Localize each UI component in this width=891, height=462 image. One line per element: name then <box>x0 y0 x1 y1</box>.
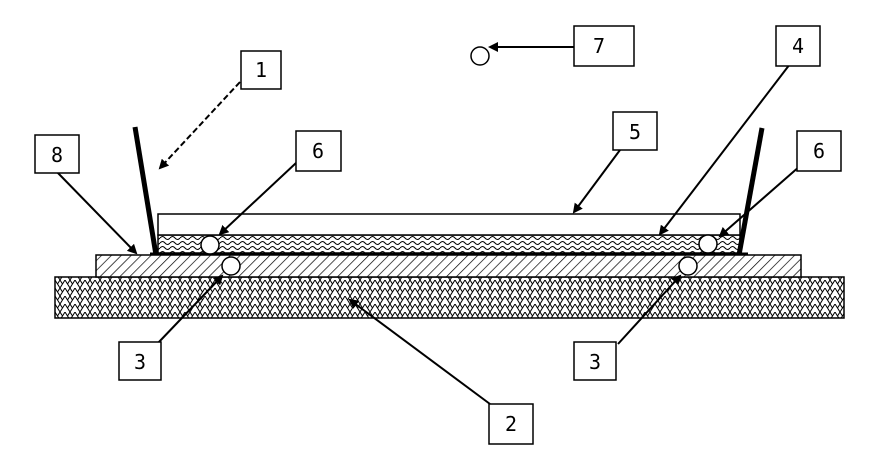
roller-upper-right <box>698 234 718 254</box>
svg-text:3: 3 <box>589 350 601 374</box>
left-side-wall <box>132 126 159 256</box>
leader-5 <box>572 149 621 214</box>
roller-upper-left <box>200 235 220 255</box>
svg-text:8: 8 <box>51 143 63 167</box>
svg-text:6: 6 <box>813 139 825 163</box>
label-3-left: 3 <box>118 341 162 381</box>
leader-8 <box>56 171 138 255</box>
top-plate <box>157 213 741 236</box>
label-8: 8 <box>34 134 80 174</box>
svg-text:4: 4 <box>792 34 804 58</box>
label-2: 2 <box>488 403 534 445</box>
label-4: 4 <box>775 25 821 67</box>
leader-6a <box>218 162 297 236</box>
leader-1 <box>158 81 241 170</box>
label-5: 5 <box>612 111 658 151</box>
leader-3b <box>617 274 682 345</box>
svg-text:7: 7 <box>593 34 605 58</box>
svg-text:6: 6 <box>312 139 324 163</box>
svg-text:3: 3 <box>134 350 146 374</box>
leader-6b <box>718 165 801 238</box>
ball-item-7 <box>470 46 490 66</box>
label-3-right: 3 <box>573 341 617 381</box>
leader-3a <box>157 274 224 344</box>
leader-4 <box>658 63 791 236</box>
label-7: 7 <box>573 25 635 67</box>
base-block <box>54 276 845 319</box>
label-6-right: 6 <box>796 130 842 172</box>
svg-text:1: 1 <box>255 58 267 82</box>
label-6-left: 6 <box>295 130 342 172</box>
label-1: 1 <box>240 50 282 90</box>
roller-lower-right <box>678 256 698 276</box>
wavy-layer <box>157 234 741 254</box>
leader-2 <box>348 298 491 405</box>
roller-lower-left <box>221 256 241 276</box>
svg-text:5: 5 <box>629 120 641 144</box>
svg-text:2: 2 <box>505 412 517 436</box>
right-side-wall <box>736 127 765 256</box>
